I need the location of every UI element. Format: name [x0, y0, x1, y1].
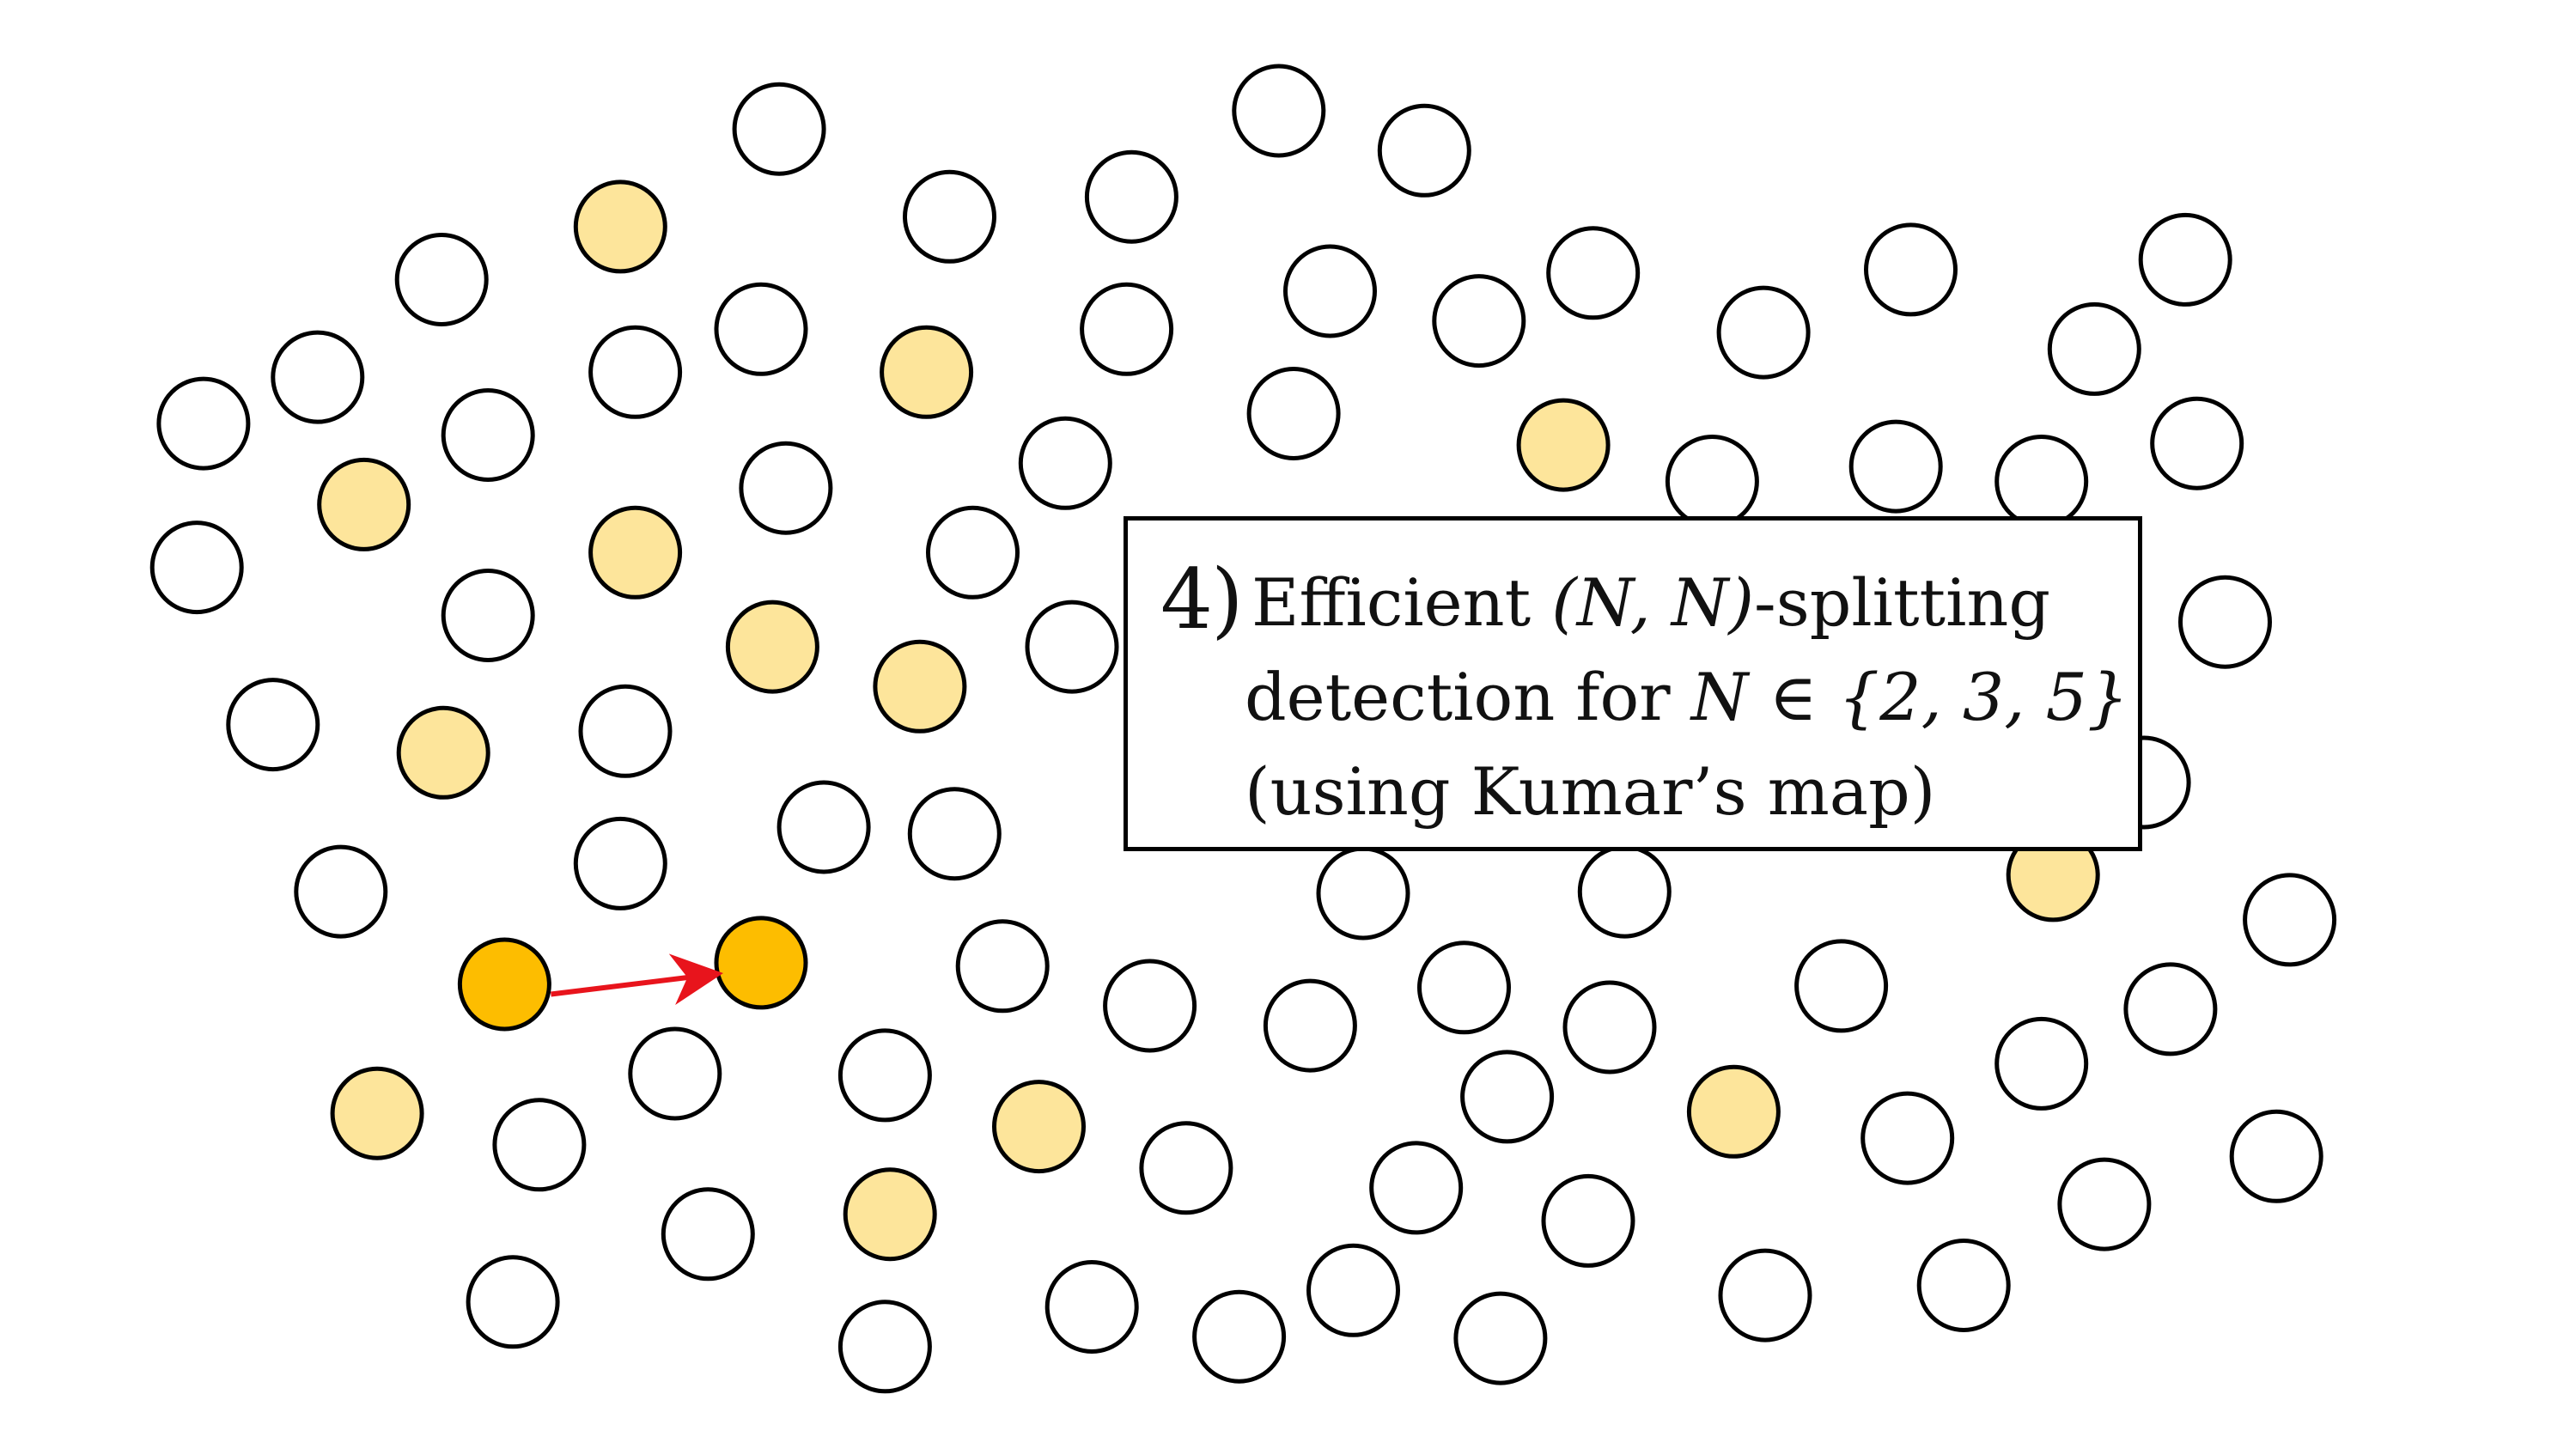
graph-node: [1417, 941, 1511, 1035]
graph-node: [441, 569, 535, 662]
highlighted-node: [873, 639, 967, 734]
graph-node: [955, 919, 1050, 1014]
graph-node: [1084, 149, 1178, 244]
graph-node: [837, 1028, 932, 1123]
graph-node: [776, 780, 871, 874]
graph-node: [1665, 435, 1759, 528]
graph-node: [2229, 1109, 2323, 1203]
label-line-1: Efficient (N, N)-splitting: [1251, 570, 2050, 636]
graph-node: [466, 1255, 560, 1349]
highlighted-node: [573, 180, 667, 274]
graph-node: [1316, 846, 1410, 941]
graph-node: [837, 1300, 932, 1394]
graph-node: [1232, 64, 1326, 158]
step-number: 4): [1160, 551, 1244, 648]
graph-node: [1103, 959, 1197, 1053]
graph-node: [588, 325, 683, 419]
graph-node: [739, 441, 833, 535]
highlighted-node: [317, 457, 411, 551]
graph-node: [1994, 435, 2089, 528]
graph-node: [1848, 419, 1943, 514]
graph-node: [1246, 367, 1341, 460]
graph-node: [1453, 1291, 1548, 1385]
graph-node: [1432, 274, 1526, 368]
graph-node: [2138, 212, 2232, 307]
highlighted-node: [588, 505, 683, 600]
label-box: 4) Efficient (N, N)-splitting detection …: [1124, 516, 2142, 851]
graph-node: [1306, 1243, 1400, 1337]
graph-node: [1716, 285, 1811, 380]
graph-node: [1794, 939, 1889, 1033]
graph-node: [1460, 1050, 1555, 1144]
graph-node: [2243, 873, 2337, 967]
graph-node: [2057, 1157, 2152, 1251]
graph-node: [926, 505, 1020, 600]
graph-node: [492, 1098, 587, 1192]
graph-node: [903, 169, 996, 264]
graph-node: [1139, 1121, 1233, 1215]
highlighted-node: [992, 1080, 1086, 1174]
graph-node: [1080, 282, 1174, 376]
graph-node: [1283, 244, 1377, 338]
graph-node: [2178, 575, 2272, 669]
graph-node: [1916, 1239, 2011, 1332]
graph-node: [294, 844, 388, 939]
graph-node: [907, 787, 1002, 881]
graph-node: [714, 282, 808, 376]
graph-node: [226, 678, 320, 772]
label-line-1-math: (N, N): [1551, 564, 1755, 641]
highlighted-node: [330, 1066, 424, 1160]
graph-node: [578, 684, 673, 778]
graph-node: [394, 233, 489, 326]
active-node: [457, 937, 551, 1032]
graph-node: [1541, 1173, 1635, 1268]
graph-node: [1192, 1289, 1287, 1384]
active-node: [714, 916, 808, 1010]
graph-node: [271, 330, 365, 424]
graph-node: [1263, 978, 1357, 1073]
graph-node: [1562, 980, 1657, 1075]
graph-node: [1044, 1260, 1139, 1354]
label-line-2-text: detection for: [1245, 659, 1691, 735]
red-arrow: [551, 953, 724, 1006]
graph-node: [2047, 301, 2141, 396]
highlighted-node: [880, 325, 974, 419]
highlighted-node: [1686, 1064, 1781, 1159]
graph-node: [732, 82, 826, 176]
highlighted-node: [396, 705, 490, 800]
graph-node: [1864, 222, 1958, 317]
label-line-2-math: N ∈ {2, 3, 5}: [1690, 659, 2129, 735]
label-line-1-suffix: -splitting: [1754, 564, 2050, 641]
graph-node: [156, 376, 251, 471]
graph-node: [1577, 844, 1672, 939]
label-line-3: (using Kumar’s map): [1245, 753, 1936, 830]
graph-node: [149, 521, 244, 615]
graph-node: [1718, 1248, 1812, 1342]
graph-node: [1025, 600, 1119, 694]
highlighted-node: [843, 1167, 937, 1262]
highlighted-node: [1516, 398, 1611, 492]
graph-node: [628, 1026, 722, 1121]
nodes-layer: [149, 64, 2337, 1394]
graph-node: [1377, 103, 1471, 198]
label-line-2: detection for N ∈ {2, 3, 5}: [1245, 665, 2128, 730]
graph-node: [573, 816, 667, 910]
label-line-1-text: Efficient: [1251, 564, 1552, 641]
graph-node: [1369, 1141, 1464, 1235]
graph-node: [1018, 416, 1112, 510]
graph-node: [1546, 226, 1641, 320]
graph-node: [661, 1187, 755, 1282]
graph-node: [2123, 962, 2218, 1056]
graph-node: [2150, 396, 2244, 490]
highlighted-node: [725, 600, 819, 694]
graph-node: [441, 388, 535, 482]
graph-node: [1994, 1016, 2089, 1111]
graph-node: [1860, 1091, 1955, 1185]
